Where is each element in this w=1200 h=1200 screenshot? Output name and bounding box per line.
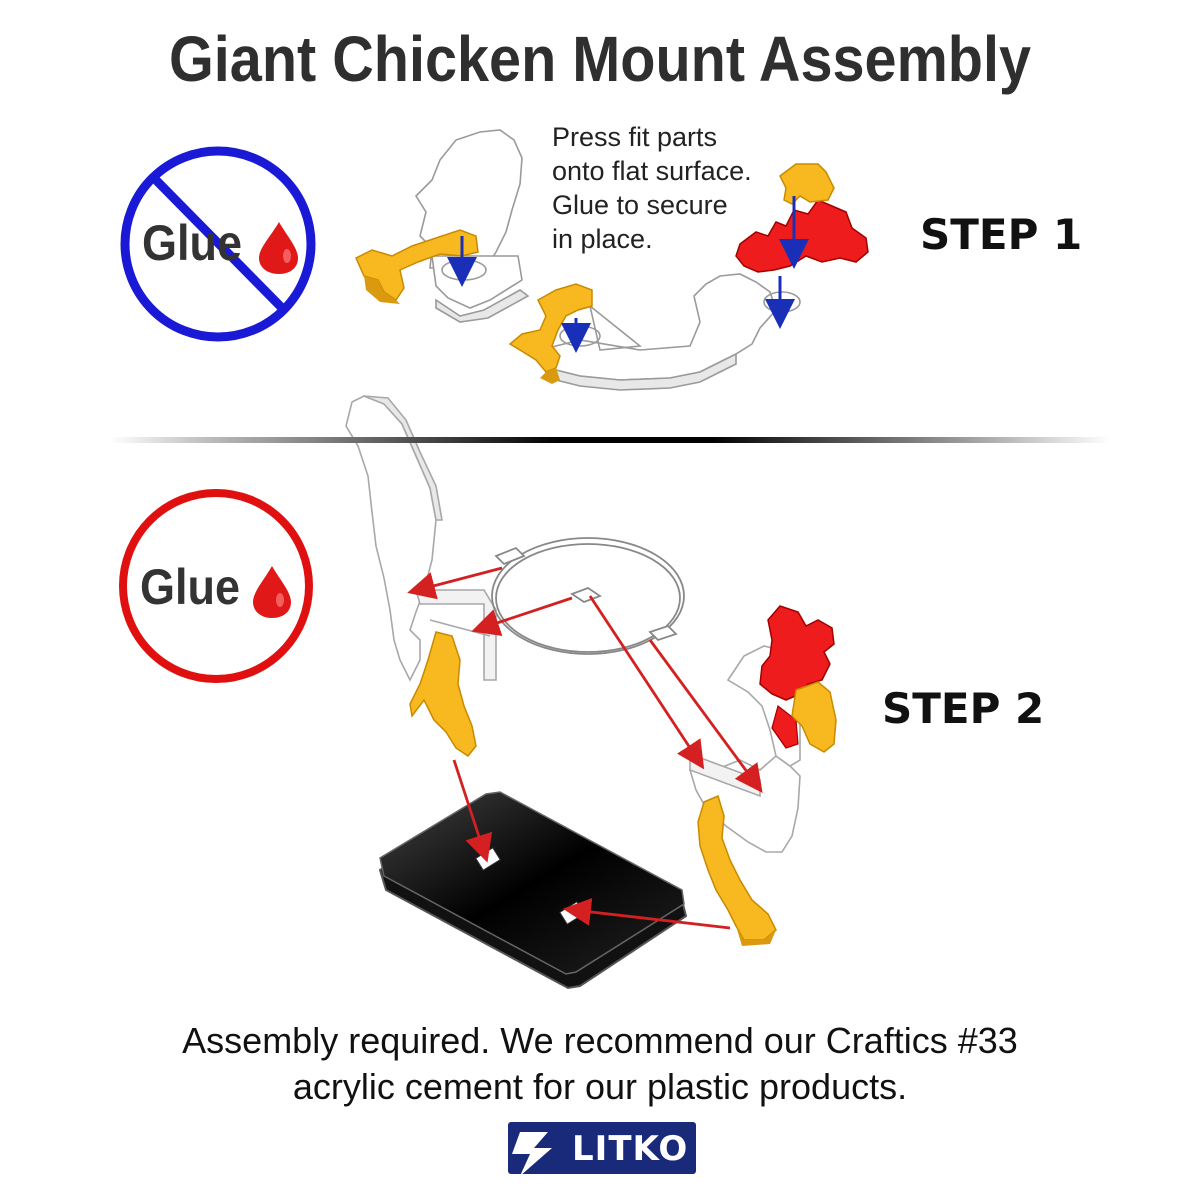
no-glue-label: Glue	[142, 215, 243, 271]
step1-label: STEP 1	[920, 210, 1083, 259]
step1-instructions: Press fit parts onto flat surface. Glue …	[552, 120, 812, 256]
instruction-line: in place.	[552, 224, 653, 254]
step1-beak	[779, 163, 835, 205]
glue-badge	[119, 489, 313, 683]
no-glue-badge	[120, 146, 316, 342]
glue-drop-icon-2	[253, 566, 291, 618]
section-divider	[110, 437, 1110, 443]
step1-arrows	[447, 196, 809, 353]
glue-drop-icon	[259, 222, 298, 274]
step2-leg-right	[697, 794, 777, 946]
instruction-line: Press fit parts	[552, 122, 718, 152]
step1-comb	[735, 199, 869, 273]
no-glue-ring	[120, 146, 316, 342]
step2-black-base	[378, 791, 688, 990]
footer-line-2: acrylic cement for our plastic products.	[292, 1066, 908, 1107]
page-title: Giant Chicken Mount Assembly	[168, 23, 1032, 95]
glue-label: Glue	[140, 559, 241, 615]
logo-registered: ®	[678, 1124, 689, 1137]
step2-base-oval	[491, 537, 685, 655]
no-glue-slash	[148, 172, 288, 314]
step2-leg-left	[409, 631, 477, 758]
step2-beak	[791, 681, 837, 753]
step1-leg-right	[508, 283, 593, 384]
lightning-icon	[512, 1132, 552, 1176]
logo-text: LITKO	[572, 1129, 689, 1169]
step2-arrows	[407, 566, 763, 930]
glue-ring	[119, 489, 313, 683]
litko-logo	[508, 1122, 696, 1176]
instruction-line: Glue to secure	[552, 190, 728, 220]
instruction-line: onto flat surface.	[552, 156, 752, 186]
step2-label: STEP 2	[882, 684, 1045, 733]
footer-note: Assembly required. We recommend our Craf…	[0, 1018, 1200, 1110]
chicken-tail-piece	[414, 129, 523, 269]
footer-line-1: Assembly required. We recommend our Craf…	[182, 1020, 1018, 1061]
step1-leg-left	[355, 229, 479, 304]
